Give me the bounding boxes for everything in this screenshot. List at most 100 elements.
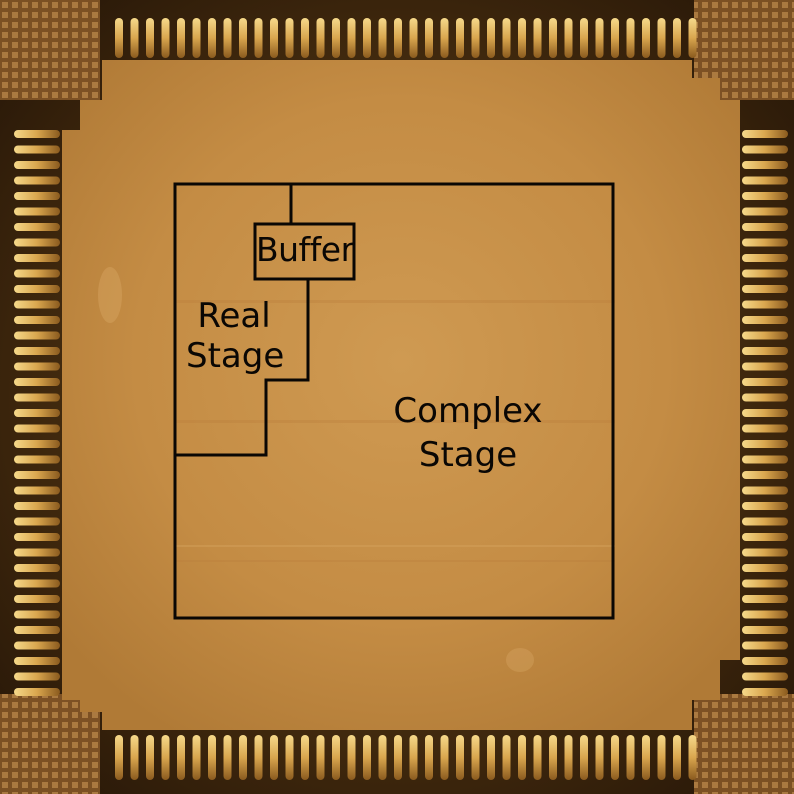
bond-pad	[254, 18, 263, 58]
bond-pad	[742, 595, 788, 603]
bond-pad	[14, 300, 60, 309]
bond-pad	[394, 18, 402, 58]
bond-pad	[502, 18, 511, 58]
bond-pad	[14, 641, 60, 650]
bond-pad	[742, 579, 788, 588]
bond-pad	[14, 409, 60, 417]
bond-pad	[742, 610, 788, 619]
bond-pad	[742, 657, 788, 665]
bond-pad	[14, 595, 60, 603]
bond-pad	[347, 18, 356, 58]
bond-pad	[316, 18, 325, 58]
bond-pad	[626, 18, 635, 58]
buffer-label: Buffer	[256, 230, 354, 269]
bond-pad	[14, 238, 60, 247]
bond-pad	[742, 362, 788, 371]
bond-pad	[378, 18, 387, 58]
bond-pad	[14, 130, 60, 138]
bond-pad	[363, 735, 371, 780]
bond-pad	[471, 735, 480, 780]
real-stage-label-line2: Stage	[186, 336, 285, 376]
bond-pad	[742, 223, 788, 231]
bond-pad	[14, 440, 60, 448]
bond-pad	[742, 533, 788, 541]
bond-pad	[626, 735, 635, 780]
bond-pad	[14, 254, 60, 262]
bond-pad	[409, 735, 418, 780]
bond-pad	[14, 610, 60, 619]
bond-pad	[564, 18, 573, 58]
bond-pad	[533, 18, 542, 58]
real-stage-label-line1: Real	[197, 296, 271, 336]
bond-pad	[742, 626, 788, 634]
bond-pad	[14, 176, 60, 185]
bond-pad	[673, 18, 681, 58]
real-stage-block	[175, 279, 310, 457]
bond-pad	[518, 735, 526, 780]
bond-pad	[742, 672, 788, 681]
bond-pad	[192, 735, 201, 780]
bond-pad	[642, 735, 650, 780]
bond-pad	[14, 564, 60, 572]
bond-pad	[161, 18, 170, 58]
bond-pad	[223, 18, 232, 58]
bond-pad	[742, 285, 788, 293]
bond-pad	[115, 735, 123, 780]
bond-pad	[301, 18, 309, 58]
complex-stage-label-line2: Stage	[418, 435, 518, 475]
bond-pad	[14, 347, 60, 355]
bond-pad	[742, 502, 788, 510]
bond-pad-ring	[14, 18, 788, 780]
bond-pad	[130, 735, 139, 780]
bond-pad	[14, 223, 60, 231]
bond-pad	[642, 18, 650, 58]
bond-pad	[549, 18, 557, 58]
bond-pad	[611, 735, 619, 780]
bond-pad	[14, 657, 60, 665]
bond-pad	[487, 18, 495, 58]
bond-pad	[471, 18, 480, 58]
bond-pad	[533, 735, 542, 780]
bond-pad	[14, 471, 60, 479]
bond-pad	[440, 735, 449, 780]
bond-pad	[742, 486, 788, 495]
bond-pad	[742, 641, 788, 650]
bond-pad	[487, 735, 495, 780]
bond-pad	[14, 145, 60, 154]
bond-pad	[270, 735, 278, 780]
bond-pad	[14, 533, 60, 541]
bond-pad	[742, 471, 788, 479]
bond-pad	[14, 688, 60, 696]
bond-pad	[316, 735, 325, 780]
die-texture	[98, 267, 615, 672]
bond-pad	[301, 735, 309, 780]
bond-pad	[742, 207, 788, 216]
bond-pad	[208, 735, 216, 780]
bond-pad	[502, 735, 511, 780]
bond-pad	[409, 18, 418, 58]
bond-pad	[549, 735, 557, 780]
bond-pad	[742, 254, 788, 262]
bond-pad	[688, 735, 697, 780]
bond-pad	[742, 688, 788, 696]
bond-pad	[14, 502, 60, 510]
bond-pad	[208, 18, 216, 58]
bond-pad	[14, 269, 60, 278]
bond-pad	[595, 18, 604, 58]
bond-pad	[742, 130, 788, 138]
bond-pad	[742, 517, 788, 526]
bond-pad	[742, 424, 788, 433]
bond-pad	[14, 455, 60, 464]
bond-pad	[14, 316, 60, 324]
bond-pad	[742, 393, 788, 402]
bond-pad	[440, 18, 449, 58]
bond-pad	[14, 362, 60, 371]
bond-pad	[14, 672, 60, 681]
bond-pad	[456, 735, 464, 780]
bond-pad	[611, 18, 619, 58]
bond-pad	[239, 18, 247, 58]
bond-pad	[657, 735, 666, 780]
die-body	[62, 60, 740, 730]
bond-pad	[742, 409, 788, 417]
